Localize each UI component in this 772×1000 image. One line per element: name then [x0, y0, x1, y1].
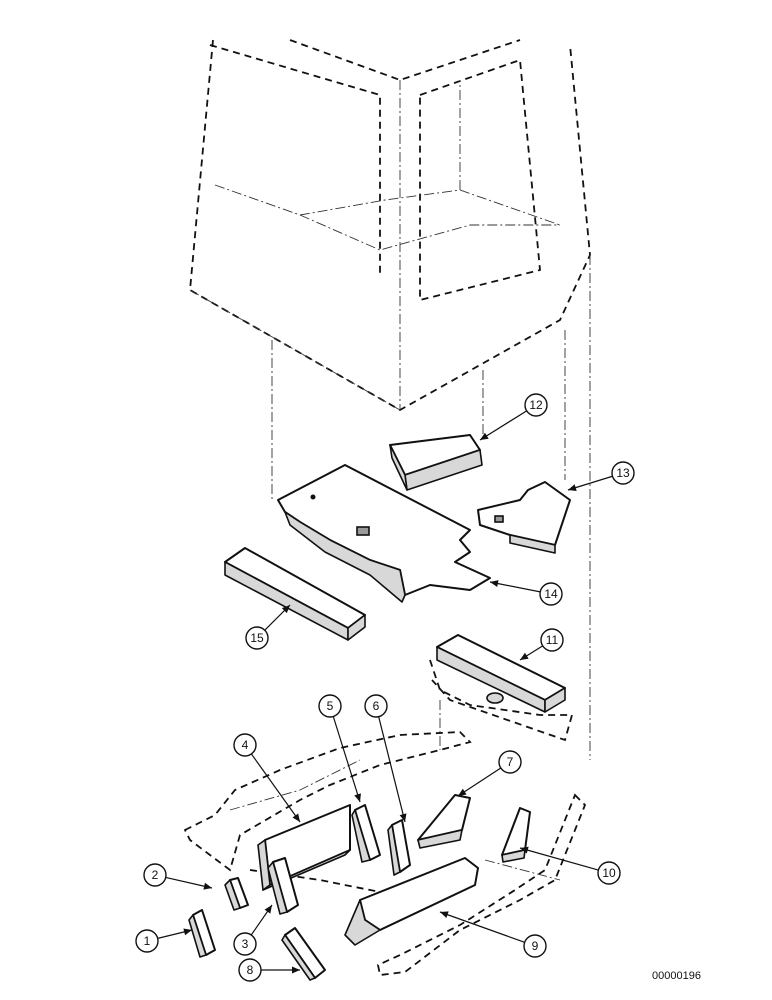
callout-label: 3 [242, 937, 249, 951]
callout-label: 15 [250, 631, 264, 645]
callout-label: 6 [373, 699, 380, 713]
callout-bubble [523, 934, 547, 958]
callout-label: 14 [544, 587, 558, 601]
part-15-insulation-bar [224, 547, 366, 641]
callout-bubble [524, 393, 548, 417]
callout-label: 5 [327, 699, 334, 713]
part-7-wedge [417, 794, 471, 849]
callout-13: 13 [567, 461, 635, 491]
callout-bubble [540, 628, 564, 652]
callout-leader [519, 847, 599, 871]
callout-1: 1 [135, 928, 193, 953]
callout-leader [489, 581, 541, 593]
callout-label: 9 [532, 939, 539, 953]
callout-arrowhead [183, 928, 192, 936]
callout-10: 10 [519, 846, 621, 885]
part-13-insulation [477, 481, 571, 554]
callout-label: 2 [152, 868, 159, 882]
callout-bubble [364, 694, 388, 718]
callout-arrowhead [281, 605, 290, 614]
callout-bubble [498, 750, 522, 774]
callout-15: 15 [245, 604, 291, 650]
part-11-insulation [429, 634, 574, 742]
callout-9: 9 [439, 911, 547, 958]
callout-leader [378, 716, 406, 823]
callout-arrowhead [203, 882, 212, 890]
callout-leader [457, 767, 502, 797]
callout-arrowhead [292, 966, 300, 974]
callout-arrowhead [490, 580, 499, 587]
callout-arrowhead [354, 793, 361, 802]
callout-leader [479, 410, 527, 441]
callout-bubble [539, 582, 563, 606]
part-5-wedge [351, 804, 381, 863]
callout-label: 4 [242, 738, 249, 752]
part-14-floor-mat [277, 464, 491, 603]
part-8-wedge [281, 927, 326, 981]
callout-bubble [597, 861, 621, 885]
callout-bubble [233, 932, 257, 956]
cab-outline [189, 39, 591, 412]
callout-label: 1 [144, 934, 151, 948]
callout-bubble [611, 461, 635, 485]
callout-bubble [245, 626, 269, 650]
part-10-wedge [501, 807, 531, 863]
callout-arrowhead [520, 846, 529, 854]
callout-5: 5 [318, 694, 361, 803]
callout-label: 10 [602, 866, 616, 880]
part-1-wedge [188, 909, 216, 958]
callout-4: 4 [233, 733, 301, 823]
part-6-wedge [387, 819, 411, 876]
part-14-cutout [356, 526, 370, 536]
part-12-insulation [389, 434, 483, 491]
callout-bubble [238, 958, 262, 982]
callout-arrowhead [292, 813, 300, 822]
part-9-insulation-panel [344, 857, 479, 946]
callout-bubble [318, 694, 342, 718]
callout-bubble [233, 733, 257, 757]
callout-arrowhead [568, 484, 577, 491]
callout-label: 8 [247, 963, 254, 977]
callout-arrowhead [440, 911, 449, 918]
document-number: 00000196 [652, 970, 701, 982]
phantom-guides [271, 255, 591, 760]
part-3-wedge [267, 857, 299, 915]
callout-8: 8 [238, 958, 300, 982]
callout-label: 12 [529, 398, 543, 412]
callout-2: 2 [143, 863, 213, 890]
callout-arrowhead [520, 652, 529, 660]
part-13-hole [494, 515, 504, 523]
callout-6: 6 [364, 694, 407, 823]
callout-leader [250, 753, 301, 823]
callout-14: 14 [489, 580, 563, 606]
callout-leader [332, 716, 361, 803]
callout-arrowhead [480, 432, 489, 440]
callout-label: 7 [507, 755, 514, 769]
callout-3: 3 [233, 904, 273, 956]
callout-label: 13 [616, 466, 630, 480]
callout-label: 11 [546, 633, 559, 647]
callout-arrowhead [399, 813, 407, 822]
callout-11: 11 [519, 628, 564, 661]
callout-12: 12 [479, 393, 548, 441]
callout-leader [439, 911, 525, 943]
callout-arrowhead [458, 788, 467, 796]
callout-arrowhead [264, 905, 272, 914]
callout-bubble [143, 863, 167, 887]
callout-bubble [135, 929, 159, 953]
part-2-wedge [224, 877, 249, 911]
callout-7: 7 [457, 750, 522, 797]
